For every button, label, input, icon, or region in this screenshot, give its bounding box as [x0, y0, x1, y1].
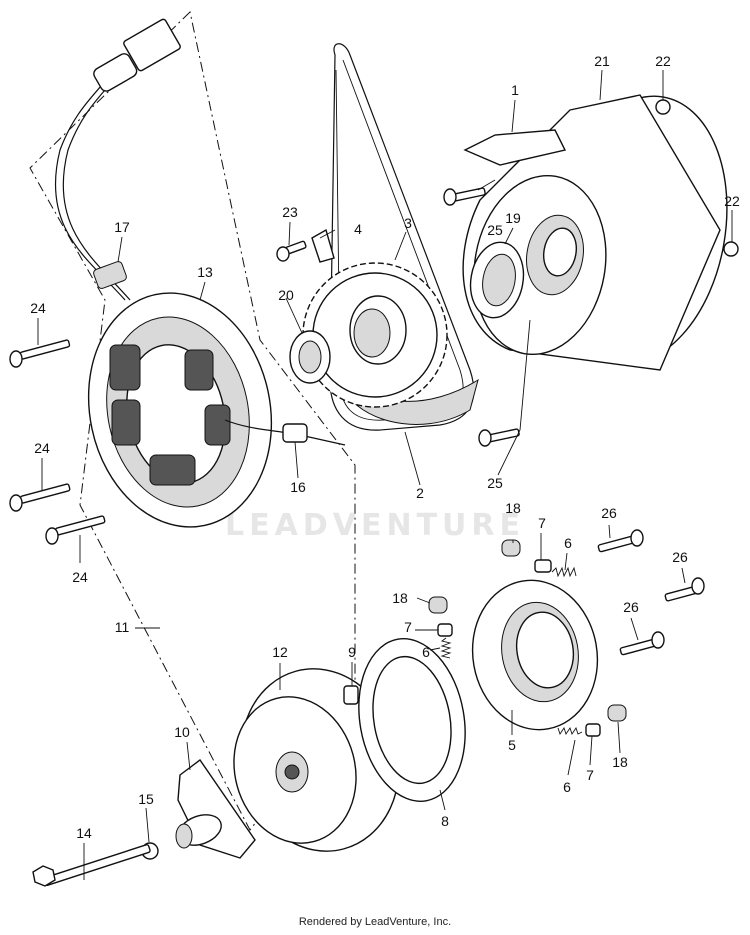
clutch-outer [471, 579, 599, 731]
spring-bottom [557, 726, 583, 736]
callout-8: 8 [441, 813, 449, 829]
assembly-outline [29, 11, 356, 831]
callout-1: 1 [511, 82, 519, 98]
plunger-middle [437, 623, 453, 637]
roller-top [501, 539, 521, 557]
callout-21: 21 [594, 53, 610, 69]
callout-14: 14 [76, 825, 92, 841]
callouts: 1 2 3 4 5 6 6 6 7 7 7 8 9 10 11 12 13 14… [30, 53, 740, 841]
spring-top [551, 566, 577, 578]
stator-assembly [87, 292, 273, 528]
callout-22-top: 22 [655, 53, 671, 69]
callout-22-bottom: 22 [724, 193, 740, 209]
callout-17: 17 [114, 219, 130, 235]
callout-2: 2 [416, 485, 424, 501]
callout-10: 10 [174, 724, 190, 740]
footer-credit: Rendered by LeadVenture, Inc. [298, 916, 452, 928]
bolt-26-bottom [619, 631, 665, 656]
collar [289, 330, 331, 384]
callout-6-middle: 6 [422, 644, 430, 660]
callout-5: 5 [508, 737, 516, 753]
dowel-pin [343, 685, 359, 705]
leader-lines [37, 69, 733, 880]
callout-20: 20 [278, 287, 294, 303]
callout-18-bottom: 18 [612, 754, 628, 770]
callout-4: 4 [354, 221, 362, 237]
watermark-text: LEADVENTURE [225, 508, 525, 543]
callout-26-bottom: 26 [623, 599, 639, 615]
callout-25-bottom: 25 [487, 475, 503, 491]
bolt-24-bottom [45, 515, 106, 545]
bolt-26-right [664, 577, 705, 602]
callout-13: 13 [197, 264, 213, 280]
plunger-bottom [585, 723, 601, 737]
callout-6-top: 6 [564, 535, 572, 551]
callout-26-right: 26 [672, 549, 688, 565]
wire-harness [54, 18, 181, 301]
callout-24-middle: 24 [34, 440, 50, 456]
bolt-23 [276, 240, 307, 262]
callout-6-bottom: 6 [563, 779, 571, 795]
oil-seal [469, 241, 525, 319]
base-plate [175, 759, 256, 859]
callout-24-top: 24 [30, 300, 46, 316]
plunger-top [534, 559, 552, 573]
callout-18-middle: 18 [392, 590, 408, 606]
bolt-24-top [9, 339, 71, 368]
spring-middle [440, 637, 452, 659]
bolt-26-top [597, 529, 644, 553]
callout-18-top: 18 [505, 500, 521, 516]
washer-lower [723, 241, 739, 257]
callout-7-middle: 7 [404, 619, 412, 635]
callout-7-top: 7 [538, 515, 546, 531]
callout-7-bottom: 7 [586, 767, 594, 783]
callout-12: 12 [272, 644, 288, 660]
roller-bottom [607, 704, 627, 722]
bolt-14 [32, 844, 151, 887]
washer-upper [655, 99, 671, 115]
sprocket [302, 262, 448, 408]
callout-15: 15 [138, 791, 154, 807]
callout-25-top: 25 [487, 222, 503, 238]
callout-26-top: 26 [601, 505, 617, 521]
callout-23: 23 [282, 204, 298, 220]
gasket [358, 638, 466, 802]
callout-19: 19 [505, 210, 521, 226]
bolt-24-middle [9, 483, 71, 512]
chain-guide-plate [311, 228, 335, 263]
cover [462, 94, 728, 371]
roller-middle [428, 596, 448, 614]
callout-16: 16 [290, 479, 306, 495]
callout-24-bottom: 24 [72, 569, 88, 585]
callout-3: 3 [404, 215, 412, 231]
callout-9: 9 [348, 644, 356, 660]
callout-11: 11 [115, 619, 130, 635]
screw-upper [443, 187, 486, 206]
